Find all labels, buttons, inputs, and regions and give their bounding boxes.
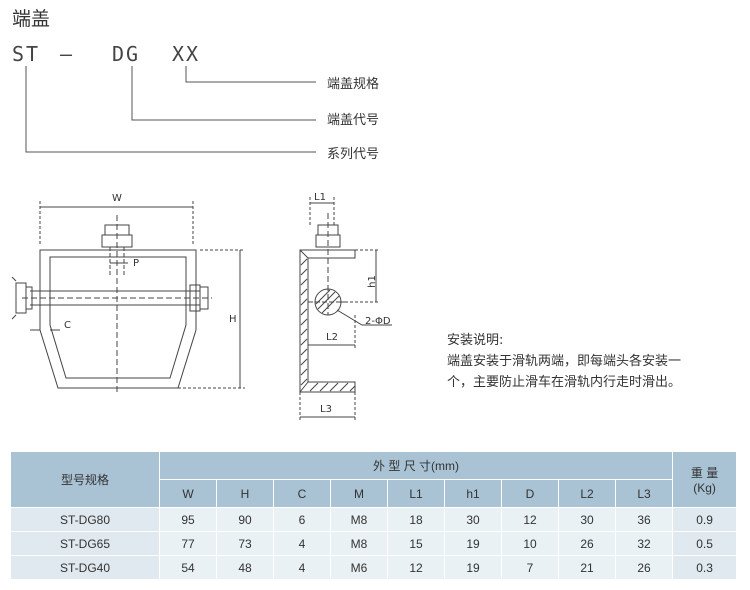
code-type: DG (112, 42, 141, 66)
column-header: M (330, 479, 388, 508)
legend-code-label: 端盖代号 (327, 113, 380, 128)
table-cell: 4 (273, 531, 331, 556)
table-cell: 77 (159, 531, 217, 556)
table-cell: 32 (614, 531, 674, 556)
table-row: ST-DG80 95 90 6 M8 18 30 12 30 36 0.9 (10, 507, 738, 532)
dim-label-d: 2-ΦD (365, 316, 391, 327)
table-row: ST-DG40 54 48 4 M6 12 19 7 21 26 0.3 (10, 555, 738, 580)
table-cell: 4 (273, 555, 331, 580)
column-header: C (273, 479, 331, 508)
table-cell: 54 (159, 555, 217, 580)
table-cell: 12 (501, 507, 559, 532)
column-header: L2 (558, 479, 616, 508)
table-cell: 26 (558, 531, 616, 556)
table-cell: 19 (444, 531, 502, 556)
legend-spec-label: 端盖规格 (327, 77, 380, 92)
column-header: D (501, 479, 559, 508)
dim-label-l2: L2 (326, 332, 338, 343)
install-note-line2: 个，主要防止滑车在滑轨内行走时滑出。 (447, 375, 682, 390)
front-view-drawing (11, 201, 245, 395)
weight-header-unit: (Kg) (693, 481, 716, 495)
column-header: W (159, 479, 217, 508)
table-cell: 21 (558, 555, 616, 580)
page-title: 端盖 (12, 8, 51, 30)
table-cell: M6 (330, 555, 388, 580)
code-series: ST (12, 42, 41, 66)
table-cell: 36 (614, 507, 674, 532)
dims-header: 外 型 尺 寸(mm) (158, 451, 674, 480)
table-cell: 6 (273, 507, 331, 532)
weight-cell: 0.3 (672, 555, 738, 580)
legend-series-label: 系列代号 (327, 147, 380, 162)
install-note-line1: 端盖安装于滑轨两端，即每端头各安装一 (447, 354, 682, 369)
weight-cell: 0.9 (672, 507, 738, 532)
column-header: H (216, 479, 274, 508)
column-header: L3 (614, 479, 674, 508)
dim-label-c: C (64, 320, 71, 331)
dim-label-w: W (112, 193, 122, 204)
table-cell: 48 (216, 555, 274, 580)
dim-label-l3: L3 (320, 404, 332, 415)
table-cell: 30 (444, 507, 502, 532)
code-dash: — (60, 42, 75, 66)
dim-label-l1: L1 (314, 192, 326, 203)
model-cell: ST-DG80 (10, 507, 160, 532)
weight-header: 重 量 (Kg) (672, 451, 738, 508)
table-cell: 30 (558, 507, 616, 532)
code-leader-lines (25, 66, 316, 153)
table-cell: 10 (501, 531, 559, 556)
column-header: L1 (387, 479, 445, 508)
table-cell: 90 (216, 507, 274, 532)
weight-header-label: 重 量 (690, 466, 719, 480)
table-cell: 12 (387, 555, 445, 580)
table-cell: 15 (387, 531, 445, 556)
dim-label-p: P (133, 258, 140, 269)
model-cell: ST-DG40 (10, 555, 160, 580)
table-cell: M8 (330, 531, 388, 556)
table-cell: M8 (330, 507, 388, 532)
spec-table: 型号规格 外 型 尺 寸(mm) 重 量 (Kg) W H C M L1 h1 … (10, 451, 738, 580)
table-cell: 7 (501, 555, 559, 580)
model-cell: ST-DG65 (10, 531, 160, 556)
dim-label-h1: h1 (366, 275, 378, 288)
column-header: h1 (444, 479, 502, 508)
table-cell: 95 (159, 507, 217, 532)
table-row: ST-DG65 77 73 4 M8 15 19 10 26 32 0.5 (10, 531, 738, 556)
dim-label-h: H (229, 314, 237, 325)
side-view-drawing (299, 197, 392, 422)
install-note-heading: 安装说明: (447, 333, 504, 348)
table-cell: 18 (387, 507, 445, 532)
table-cell: 26 (614, 555, 674, 580)
weight-cell: 0.5 (672, 531, 738, 556)
table-cell: 19 (444, 555, 502, 580)
model-header: 型号规格 (10, 451, 160, 508)
code-spec: XX (172, 42, 201, 66)
table-cell: 73 (216, 531, 274, 556)
